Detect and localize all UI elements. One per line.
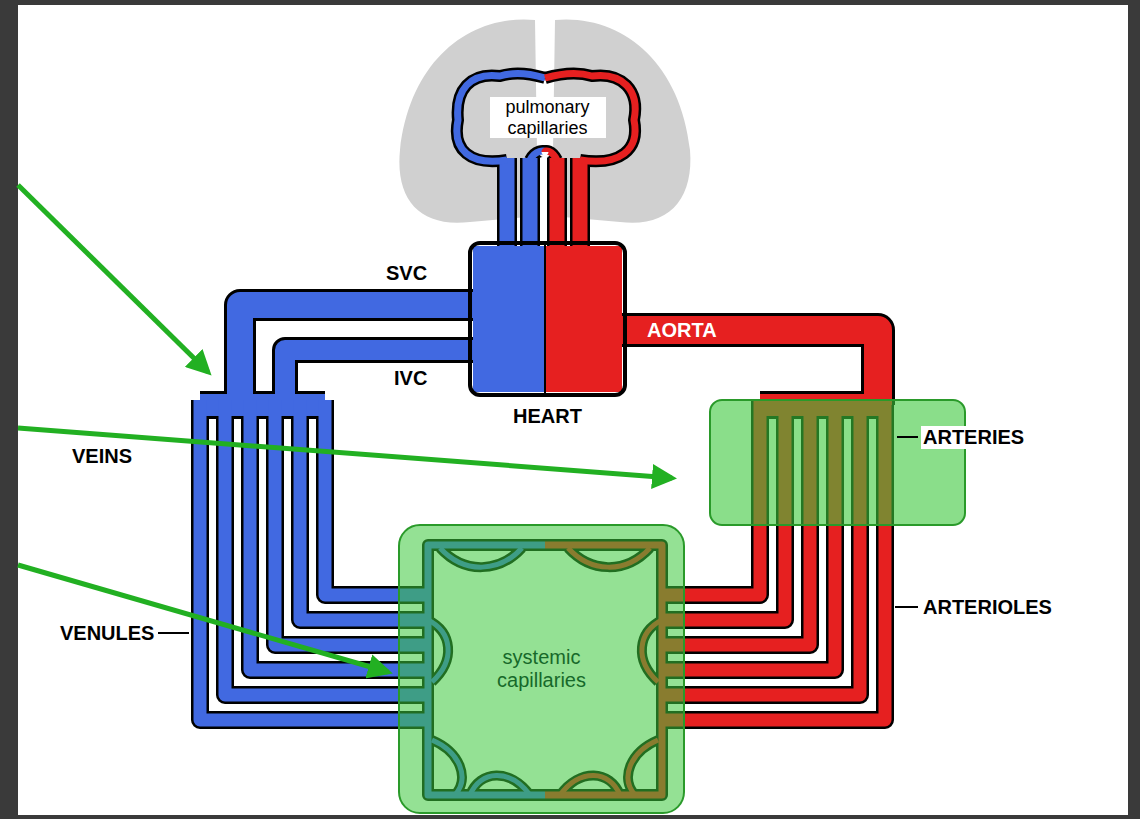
arteries-highlight — [710, 400, 965, 525]
node-label: pulmonary capillaries — [490, 97, 606, 138]
vessel-group-name: VENULES — [58, 622, 156, 645]
vessel-name: SVC — [384, 262, 429, 285]
heart-box: HEART — [470, 243, 625, 395]
page-ground — [18, 5, 1128, 815]
capillary-region: systemic capillaries — [398, 524, 685, 814]
node-label: systemic capillaries — [477, 646, 607, 692]
vessel-name: IVC — [392, 367, 429, 390]
vessel-group-name: ARTERIOLES — [921, 596, 1054, 619]
vessel-group-name: VEINS — [70, 445, 134, 468]
node-label: HEART — [470, 405, 625, 428]
capillary-network: pulmonary capillaries — [455, 70, 640, 165]
heart-shape — [470, 243, 625, 395]
vessel-group-name: ARTERIES — [921, 426, 1026, 449]
vessel-name: AORTA — [645, 319, 719, 342]
